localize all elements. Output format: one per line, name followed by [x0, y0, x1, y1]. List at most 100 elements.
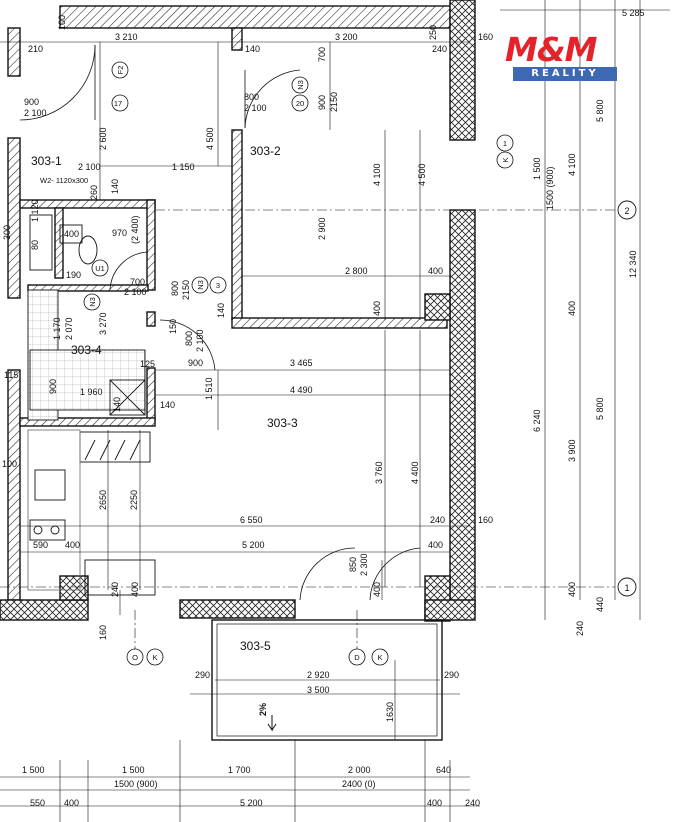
dim-b1500b: 1 500 — [122, 765, 145, 775]
dim-400b: 400 — [372, 301, 382, 316]
door-swings — [19, 44, 421, 601]
dimension-texts-vertical: 100 250 2 600 4 500 700 900 2150 4 500 4… — [2, 15, 638, 722]
dim-2920: 2 920 — [307, 670, 330, 680]
dim-b2000: 2 000 — [348, 765, 371, 775]
tag-k1: K — [501, 157, 510, 162]
tag-n3a: N3 — [296, 80, 305, 90]
dim-4490: 4 490 — [290, 385, 313, 395]
dim-590: 590 — [33, 540, 48, 550]
window-label: W2- 1120x300 — [40, 176, 88, 185]
dim-b1500p: 1500 (900) — [114, 779, 158, 789]
dim-2070: 2 070 — [64, 317, 74, 340]
dim-240c: 240 — [575, 621, 585, 636]
dim-160c: 160 — [98, 625, 108, 640]
dim-850: 850 — [348, 557, 358, 572]
dim-12340: 12 340 — [628, 250, 638, 278]
dim-5200a: 5 200 — [242, 540, 265, 550]
grid-marker-2: 2 — [617, 200, 637, 220]
grid-marker-2-label: 2 — [624, 206, 629, 216]
room-303-1: 303-1 — [31, 154, 62, 168]
dim-2100c: 2 100 — [78, 162, 101, 172]
dim-100: 100 — [2, 459, 17, 469]
dim-1170: 1 170 — [52, 317, 62, 340]
tag-s1b: 1 — [503, 139, 507, 148]
dim-440: 440 — [595, 597, 605, 612]
dim-5800b: 5 800 — [595, 397, 605, 420]
dim-400d: 400 — [65, 540, 80, 550]
dim-160: 160 — [478, 32, 493, 42]
dim-b640: 640 — [436, 765, 451, 775]
dim-140: 140 — [245, 44, 260, 54]
slope-label: 2% — [258, 703, 268, 716]
tag-n3c: N3 — [196, 280, 205, 290]
dim-300: 300 — [2, 225, 12, 240]
dim-290a: 290 — [195, 670, 210, 680]
dim-900c: 900 — [188, 358, 203, 368]
dim-400h: 400 — [567, 582, 577, 597]
dim-240b: 240 — [110, 582, 120, 597]
dim-b400b: 400 — [427, 798, 442, 808]
dim-b550: 550 — [30, 798, 45, 808]
dim-260: 260 — [89, 185, 99, 200]
grid-marker-1: 1 — [617, 577, 637, 597]
logo-sub-text: REALITY — [513, 67, 617, 81]
dim-125: 125 — [140, 359, 155, 369]
dim-900d: 900 — [48, 379, 58, 394]
dim-2250: 2250 — [129, 490, 139, 510]
dim-400a: 400 — [428, 266, 443, 276]
dim-2150: 2150 — [329, 92, 339, 112]
dim-700a: 700 — [317, 47, 327, 62]
dim-140b: 140 — [216, 303, 226, 318]
dim-6240: 6 240 — [532, 409, 542, 432]
dim-1500p: 1500 (900) — [545, 166, 555, 210]
dim-140c: 140 — [112, 397, 122, 412]
dim-2400p: (2 400) — [130, 215, 140, 244]
dim-top-250: 250 — [428, 25, 438, 40]
dim-1120: 1 120 — [30, 199, 40, 222]
dim-2100b: 2 100 — [244, 103, 267, 113]
dim-400g: 400 — [372, 582, 382, 597]
dim-4500a: 4 500 — [205, 127, 215, 150]
bathroom-fixtures — [27, 214, 156, 596]
dim-1500: 1 500 — [532, 157, 542, 180]
dim-290b: 290 — [444, 670, 459, 680]
dim-3200: 3 200 — [335, 32, 358, 42]
dim-140d: 140 — [160, 400, 175, 410]
dim-3760: 3 760 — [374, 461, 384, 484]
dim-700b: 700 — [130, 277, 145, 287]
dim-b1700: 1 700 — [228, 765, 251, 775]
dim-b400a: 400 — [64, 798, 79, 808]
dim-2650: 2650 — [98, 490, 108, 510]
dim-400i: 400 — [64, 229, 79, 239]
tag-o1: O — [132, 653, 138, 662]
tag-20: 20 — [296, 99, 304, 108]
dim-140v: 140 — [110, 179, 120, 194]
dim-80: 80 — [30, 240, 40, 250]
room-303-2: 303-2 — [250, 144, 281, 158]
tag-circles — [83, 61, 514, 666]
dim-1630: 1630 — [385, 702, 395, 722]
dim-1510: 1 510 — [204, 377, 214, 400]
dim-800c: 800 — [184, 331, 194, 346]
wall-structure — [0, 0, 476, 622]
tag-n3b: N3 — [88, 297, 97, 307]
tag-s3a: 3 — [216, 281, 220, 290]
room-303-5: 303-5 — [240, 639, 271, 653]
dim-2100e: 2 100 — [195, 329, 205, 352]
dim-4500b: 4 500 — [417, 163, 427, 186]
logo-main-text: M&M — [505, 30, 597, 69]
dim-b1500a: 1 500 — [22, 765, 45, 775]
dim-150: 150 — [168, 319, 178, 334]
dim-1150: 1 150 — [172, 162, 195, 172]
dim-900b: 900 — [317, 95, 327, 110]
dim-970: 970 — [112, 228, 127, 238]
dim-4400: 4 400 — [410, 461, 420, 484]
grid-axes — [0, 209, 615, 660]
dim-top-100: 100 — [57, 15, 67, 30]
dim-2100d: 2 100 — [124, 287, 147, 297]
dim-6550: 6 550 — [240, 515, 263, 525]
tag-f2: F2 — [116, 66, 125, 75]
tag-k3: K — [377, 653, 382, 662]
